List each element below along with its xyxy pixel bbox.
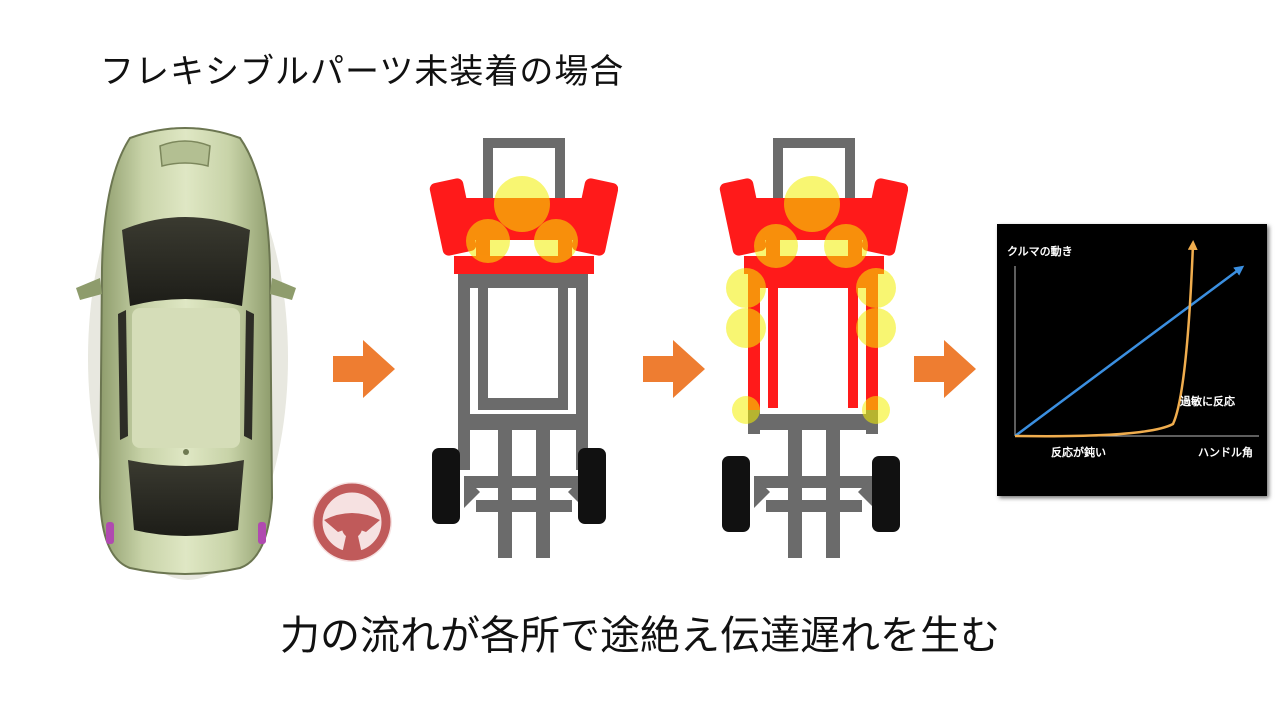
chassis-diagram-full-stress (719, 138, 908, 558)
response-graph: クルマの動き ハンドル角 過敏に反応 反応が鈍い (997, 224, 1267, 496)
caption: 力の流れが各所で途絶え伝達遅れを生む (280, 613, 1000, 659)
y-axis-label: クルマの動き (1007, 245, 1073, 258)
steering-wheel-icon (312, 482, 392, 562)
arrow-right-icon (914, 340, 976, 398)
delayed-response-curve (1014, 240, 1198, 438)
car-top-view (76, 127, 296, 580)
x-axis-label: ハンドル角 (1198, 446, 1253, 459)
arrow-right-icon (333, 340, 395, 398)
slide-title: フレキシブルパーツ未装着の場合 (100, 52, 625, 92)
graph-plot (1014, 240, 1259, 438)
annotation-oversensitive: 過敏に反応 (1180, 395, 1235, 408)
linear-response-line (1014, 265, 1245, 438)
annotation-sluggish: 反応が鈍い (1051, 446, 1106, 459)
chassis-diagram-front-stress (429, 138, 618, 558)
arrow-right-icon (643, 340, 705, 398)
